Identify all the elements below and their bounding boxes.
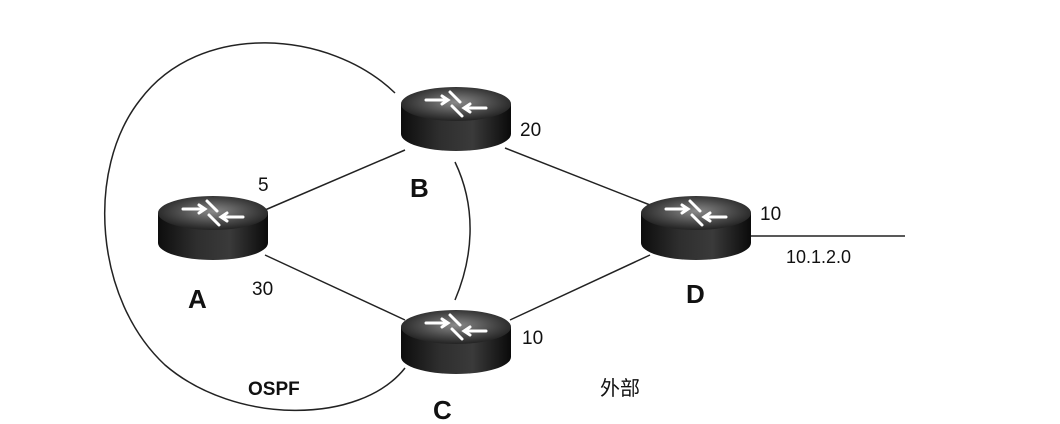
metric-a-c: 30 [252, 279, 273, 300]
router-a-label: A [188, 284, 207, 314]
metric-d-network: 10 [760, 204, 781, 225]
router-d[interactable] [639, 194, 753, 262]
network-prefix-label: 10.1.2.0 [786, 247, 851, 267]
link-b-d [504, 147, 651, 206]
external-area-label: 外部 [600, 376, 640, 400]
metric-c-d: 10 [522, 328, 543, 349]
link-a-b [264, 149, 406, 211]
router-c-label: C [433, 395, 452, 424]
router-a[interactable] [156, 194, 270, 262]
link-a-c [264, 254, 406, 321]
ospf-area-label: OSPF [248, 379, 300, 400]
router-d-label: D [686, 279, 705, 309]
link-c-d [509, 254, 651, 321]
metric-a-b: 5 [258, 175, 269, 196]
router-c[interactable] [399, 308, 513, 376]
ospf-area-boundary [103, 42, 406, 412]
ospf-area-boundary-inner [454, 161, 471, 301]
metric-b-d: 20 [520, 120, 541, 141]
router-b-label: B [410, 173, 429, 203]
router-b[interactable] [399, 85, 513, 153]
